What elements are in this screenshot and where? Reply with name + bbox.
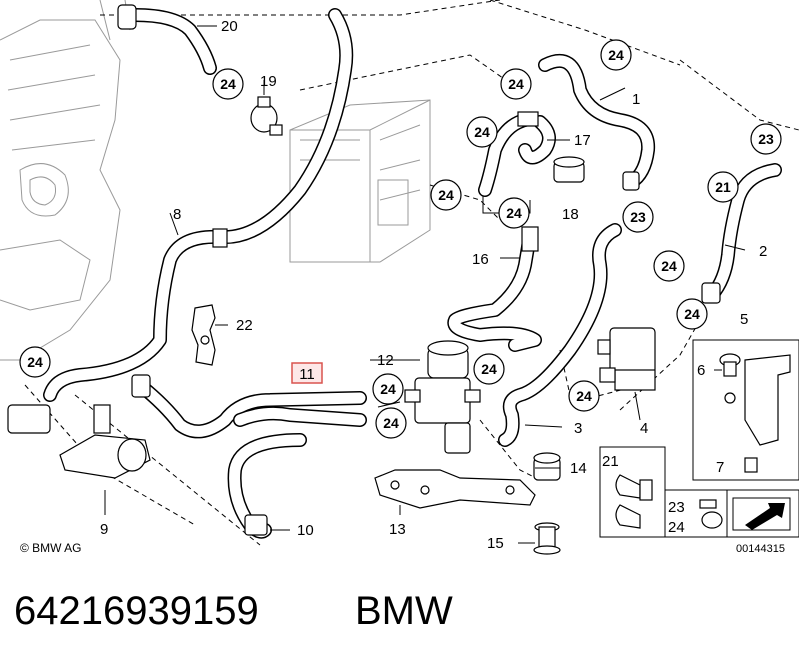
direction-arrow-icon	[732, 497, 791, 531]
highlighted-part-11: 11	[291, 362, 323, 384]
label-part-21: 21	[602, 453, 619, 470]
brand-name: BMW	[355, 589, 453, 633]
svg-text:24: 24	[684, 306, 700, 322]
svg-text:24: 24	[474, 124, 490, 140]
check-valve-19	[250, 96, 283, 136]
callout-23: 23	[750, 123, 782, 155]
hose-17	[478, 111, 556, 197]
callout-24: 24	[375, 407, 407, 439]
label-part-14: 14	[570, 460, 587, 477]
label-part-9: 9	[100, 521, 108, 538]
svg-text:24: 24	[438, 187, 454, 203]
label-part-23: 23	[668, 499, 685, 516]
callout-23: 23	[622, 201, 654, 233]
bracket-22	[191, 304, 216, 366]
grommet-18	[553, 156, 585, 183]
clip-7	[744, 457, 758, 473]
label-part-18: 18	[562, 206, 579, 223]
hose-20	[117, 4, 217, 75]
svg-text:24: 24	[383, 415, 399, 431]
svg-text:24: 24	[608, 47, 624, 63]
clamp-21-icon	[615, 474, 653, 529]
part-labels: 20 19 1 17 18 8 2 16 22 5 12 6 3 4 7 14 …	[100, 18, 767, 552]
label-part-17: 17	[574, 132, 591, 149]
label-part-7: 7	[716, 459, 724, 476]
label-part-15: 15	[487, 535, 504, 552]
label-part-19: 19	[260, 73, 277, 90]
svg-text:24: 24	[508, 76, 524, 92]
hose-parts-diagram: 24 24 24 24 24 24 24 24 24 24 24 24 24 2…	[0, 0, 799, 555]
label-part-6: 6	[697, 362, 705, 379]
hose-10	[227, 433, 307, 539]
clamp-24-icon	[699, 499, 723, 529]
label-part-16: 16	[472, 251, 489, 268]
clip-6	[719, 353, 741, 377]
callout-24: 24	[653, 250, 685, 282]
bracket-13	[374, 469, 536, 509]
hose-3	[498, 223, 622, 447]
callout-24: 24	[498, 197, 530, 229]
callout-24: 24	[430, 179, 462, 211]
grommet-14	[533, 452, 561, 481]
callout-24: 24	[600, 39, 632, 71]
hose-8	[43, 8, 354, 402]
label-part-8: 8	[173, 206, 181, 223]
hose-16	[447, 226, 542, 352]
callout-24: 24	[568, 380, 600, 412]
copyright-text: © BMW AG	[20, 541, 82, 555]
callouts: 24 24 24 24 24 24 24 24 24 24 24 24 24 2…	[19, 39, 782, 439]
svg-text:24: 24	[27, 354, 43, 370]
callout-24: 24	[212, 68, 244, 100]
callout-24: 24	[19, 346, 51, 378]
image-number: 00144315	[736, 543, 785, 555]
label-part-1: 1	[632, 91, 640, 108]
svg-text:23: 23	[630, 209, 646, 225]
callout-24: 24	[372, 373, 404, 405]
callout-24: 24	[466, 116, 498, 148]
svg-text:23: 23	[758, 131, 774, 147]
callout-21: 21	[707, 171, 739, 203]
label-part-24: 24	[668, 519, 685, 536]
pump-9	[7, 404, 151, 479]
hose-2	[701, 163, 782, 304]
detail-panel-5	[692, 339, 799, 481]
svg-text:24: 24	[661, 258, 677, 274]
hose-1	[538, 53, 656, 191]
svg-text:21: 21	[715, 179, 731, 195]
label-part-20: 20	[221, 18, 238, 35]
svg-text:24: 24	[576, 388, 592, 404]
valve-4	[597, 327, 656, 391]
callout-24: 24	[473, 353, 505, 385]
label-part-22: 22	[236, 317, 253, 334]
callout-24: 24	[676, 298, 708, 330]
label-part-13: 13	[389, 521, 406, 538]
hose-11	[131, 374, 367, 439]
engine-outline	[0, 0, 131, 361]
svg-text:24: 24	[506, 205, 522, 221]
svg-text:24: 24	[481, 361, 497, 377]
legend-panel-arrow	[726, 489, 799, 538]
bracket-5	[724, 354, 791, 446]
label-part-3: 3	[574, 420, 582, 437]
valve-12	[404, 340, 481, 454]
label-part-2: 2	[759, 243, 767, 260]
svg-text:11: 11	[299, 366, 315, 383]
label-part-5: 5	[740, 311, 748, 328]
svg-text:24: 24	[220, 76, 236, 92]
callout-24: 24	[500, 68, 532, 100]
label-part-12: 12	[377, 352, 394, 369]
leader-lines	[104, 25, 746, 544]
label-part-10: 10	[297, 522, 314, 539]
mount-15	[533, 522, 561, 555]
part-number: 64216939159	[14, 589, 259, 633]
label-part-4: 4	[640, 420, 648, 437]
svg-text:24: 24	[380, 381, 396, 397]
